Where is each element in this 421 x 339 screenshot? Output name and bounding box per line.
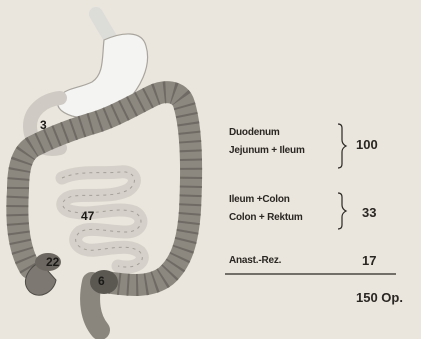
group2-row2: Colon + Rektum	[229, 212, 303, 223]
group2-value: 33	[362, 205, 376, 220]
group3-row1: Anast.-Rez.	[229, 255, 281, 266]
brace-group-1	[338, 124, 346, 168]
group1-row1: Duodenum	[229, 127, 280, 138]
group3-value: 17	[362, 253, 376, 268]
small-intestine	[62, 172, 142, 267]
marker-6: 6	[98, 274, 105, 288]
group2-row1: Ileum +Colon	[229, 194, 290, 205]
group1-value: 100	[356, 137, 378, 152]
brace-group-2	[338, 193, 346, 229]
marker-47: 47	[81, 209, 95, 223]
marker-22: 22	[46, 255, 60, 269]
marker-3: 3	[40, 118, 47, 132]
group1-row2: Jejunum + Ileum	[229, 145, 305, 156]
total-operations: 150 Op.	[356, 290, 403, 305]
